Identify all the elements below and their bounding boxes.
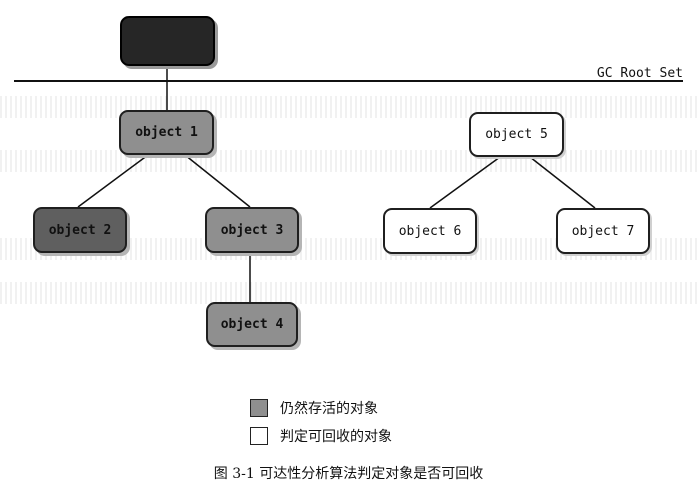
edge-object1-object2 [77,154,149,208]
node-object-4: object 4 [206,302,298,347]
edge-object1-object3 [184,154,251,208]
legend-swatch-collectable [250,427,268,445]
legend-label-collectable: 判定可回收的对象 [280,429,392,445]
figure-caption: 图 3-1 可达性分析算法判定对象是否可回收 [213,466,484,482]
node-object-5: object 5 [469,112,564,157]
node-object-1: object 1 [119,110,214,155]
texture-band [0,238,697,260]
legend-alive: 仍然存活的对象 [250,398,378,418]
edge-object5-object7 [529,156,596,209]
legend-label-alive: 仍然存活的对象 [280,401,378,417]
node-object-3: object 3 [205,207,299,253]
node-object-2: object 2 [33,207,127,253]
edge-object5-object6 [429,156,501,209]
legend-collectable: 判定可回收的对象 [250,426,392,446]
texture-band [0,282,697,304]
node-object-7: object 7 [556,208,650,254]
node-object-6: object 6 [383,208,477,254]
gc-root-node [120,16,215,66]
legend-swatch-alive [250,399,268,417]
root-set-label: GC Root Set [596,66,683,81]
